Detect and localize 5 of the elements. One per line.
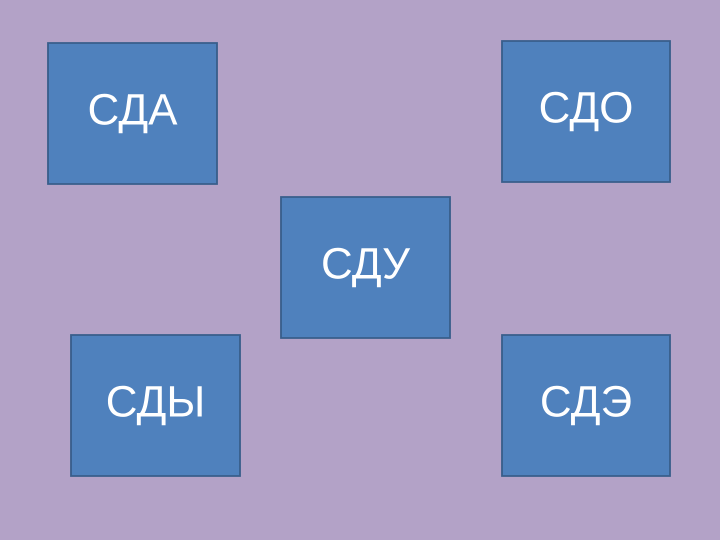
label-box: СДЫ <box>70 334 241 477</box>
label-box: СДА <box>47 42 218 185</box>
label-box: СДО <box>501 40 671 183</box>
label-box: СДЭ <box>501 334 671 477</box>
label-box: СДУ <box>280 196 451 339</box>
